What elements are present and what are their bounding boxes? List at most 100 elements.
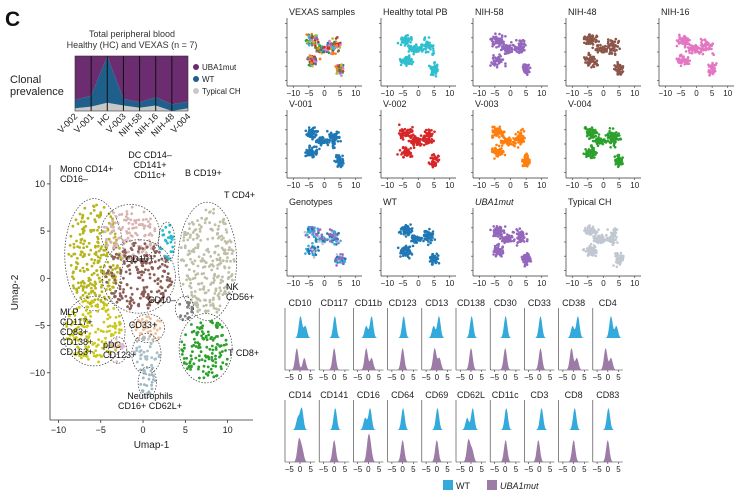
umap-point	[183, 231, 187, 234]
umap-subplot-point	[525, 157, 529, 160]
umap-subplot-point	[521, 46, 524, 50]
umap-subplot-xtick-label: −10	[286, 181, 300, 190]
umap-subplot-point	[492, 253, 495, 256]
umap-point	[90, 299, 94, 303]
umap-point	[204, 372, 208, 376]
umap-point	[75, 336, 78, 339]
umap-point	[147, 377, 151, 381]
umap-subplot-point	[431, 71, 434, 75]
umap-subplot-point	[610, 52, 614, 55]
umap-point	[225, 362, 228, 366]
umap-subplot-xtick-label: −10	[658, 89, 672, 98]
umap-point	[154, 357, 158, 361]
umap-point	[149, 317, 152, 320]
umap-subplot-point	[399, 230, 402, 233]
umap-point	[196, 272, 200, 276]
umap-subplot-point	[684, 60, 687, 64]
umap-subplot-point	[331, 52, 335, 56]
umap-subplot-point	[409, 35, 413, 39]
umap-subplot-point	[414, 239, 417, 242]
umap-point	[182, 343, 186, 347]
umap-subplot-point	[590, 231, 593, 235]
umap-point	[69, 264, 73, 267]
umap-cluster-label: CD56+	[226, 292, 254, 302]
umap-subplot-point	[688, 59, 691, 63]
umap-point	[137, 337, 141, 340]
umap-point	[100, 285, 103, 289]
umap-point	[212, 207, 216, 211]
umap-subplot-point	[621, 258, 625, 262]
umap-point	[94, 282, 98, 286]
umap-subplot-point	[433, 64, 437, 67]
umap-point	[160, 262, 164, 266]
umap-point	[142, 271, 146, 274]
umap-subplot-point	[340, 74, 343, 77]
umap-point	[79, 220, 83, 224]
umap-point	[200, 281, 204, 285]
umap-point	[165, 278, 169, 282]
umap-point	[98, 294, 102, 297]
umap-subplot-point	[411, 125, 414, 129]
umap-subplot-point	[585, 151, 588, 155]
umap-point	[136, 250, 140, 253]
umap-point	[188, 277, 191, 281]
umap-point	[76, 262, 80, 266]
umap-subplot-point	[589, 60, 593, 64]
umap-subplot-point	[618, 63, 622, 67]
umap-point	[89, 212, 93, 215]
umap-point	[207, 250, 211, 254]
umap-subplot-point	[402, 41, 405, 44]
umap-point	[113, 221, 117, 225]
umap-point	[213, 251, 217, 255]
umap-subplot-point	[503, 241, 506, 245]
umap-subplot-point	[335, 153, 338, 157]
umap-point	[89, 248, 93, 252]
umap-point	[186, 300, 189, 304]
umap-point	[202, 287, 206, 291]
umap-subplot-point	[520, 230, 523, 233]
umap-point	[183, 346, 186, 350]
umap-point	[215, 258, 219, 262]
umap-subplot-title: V-002	[383, 99, 407, 109]
umap-point	[104, 341, 108, 344]
umap-subplot-point	[414, 49, 418, 52]
umap-point	[89, 286, 93, 290]
umap-subplot-xtick-label: 0	[416, 89, 421, 98]
umap-subplot-point	[334, 236, 337, 240]
umap-point	[203, 359, 207, 363]
umap-point	[204, 208, 208, 212]
umap-subplot-point	[525, 256, 529, 260]
umap-subplot-point	[611, 39, 614, 43]
umap-point	[227, 248, 231, 252]
umap-subplot-point	[520, 239, 524, 242]
umap-point	[118, 284, 122, 288]
umap-subplot-point	[314, 139, 318, 143]
umap-point	[185, 367, 189, 370]
umap-subplot-point	[338, 162, 342, 165]
umap-main-xtick-label: −5	[96, 425, 106, 435]
umap-point	[211, 348, 215, 352]
umap-main-xtick-label: 10	[223, 425, 233, 435]
umap-subplot-point	[322, 239, 325, 243]
umap-subplot-point	[308, 144, 312, 148]
umap-subplot-point	[426, 231, 429, 235]
umap-subplot-point	[596, 63, 599, 67]
umap-point	[213, 223, 217, 227]
umap-subplot-point	[305, 247, 308, 251]
umap-point	[99, 354, 103, 358]
umap-point	[198, 354, 201, 358]
umap-point	[204, 291, 208, 295]
umap-point	[192, 362, 196, 366]
umap-point	[223, 251, 226, 254]
umap-subplot-point	[308, 252, 311, 255]
umap-cluster	[101, 239, 176, 314]
umap-subplot-xtick-label: 0	[508, 89, 513, 98]
umap-subplot-point	[527, 70, 531, 73]
umap-subplot-point	[524, 68, 528, 72]
prevalence-ylabel: Clonal	[10, 74, 41, 86]
umap-subplot-point	[425, 40, 429, 44]
umap-subplot-point	[522, 63, 525, 66]
umap-subplot-point	[331, 37, 334, 40]
